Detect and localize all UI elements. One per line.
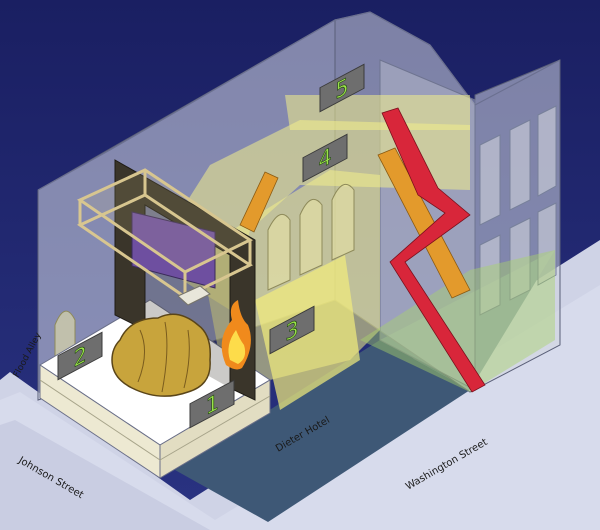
building-floor bbox=[175, 340, 470, 522]
lighting-truss bbox=[76, 168, 253, 299]
marker-1: 1 bbox=[189, 379, 235, 429]
svg-text:3: 3 bbox=[285, 314, 298, 347]
projector-box bbox=[177, 285, 211, 306]
rock-prop bbox=[111, 313, 211, 397]
orange-pipe-right bbox=[377, 147, 471, 299]
red-pipe bbox=[381, 107, 486, 393]
green-floor-glow bbox=[360, 250, 555, 392]
stage-trim-line-right bbox=[159, 395, 271, 461]
marker-2: 2 bbox=[57, 331, 103, 381]
marker-4: 4 bbox=[302, 133, 348, 183]
lighting-truss-fill bbox=[80, 170, 250, 272]
marker-3: 3 bbox=[269, 305, 315, 355]
orange-pipe-left bbox=[239, 171, 279, 233]
svg-text:5: 5 bbox=[335, 72, 348, 105]
svg-text:4: 4 bbox=[318, 142, 331, 175]
street-surface bbox=[0, 285, 600, 530]
fire-icon bbox=[221, 300, 251, 370]
svg-text:2: 2 bbox=[73, 340, 86, 373]
marker-5: 5 bbox=[319, 63, 365, 113]
svg-text:1: 1 bbox=[205, 388, 218, 421]
street-asphalt bbox=[0, 420, 210, 530]
stage-trim-line bbox=[39, 379, 161, 461]
rock-detail bbox=[137, 321, 190, 393]
facade-windows bbox=[479, 105, 557, 316]
